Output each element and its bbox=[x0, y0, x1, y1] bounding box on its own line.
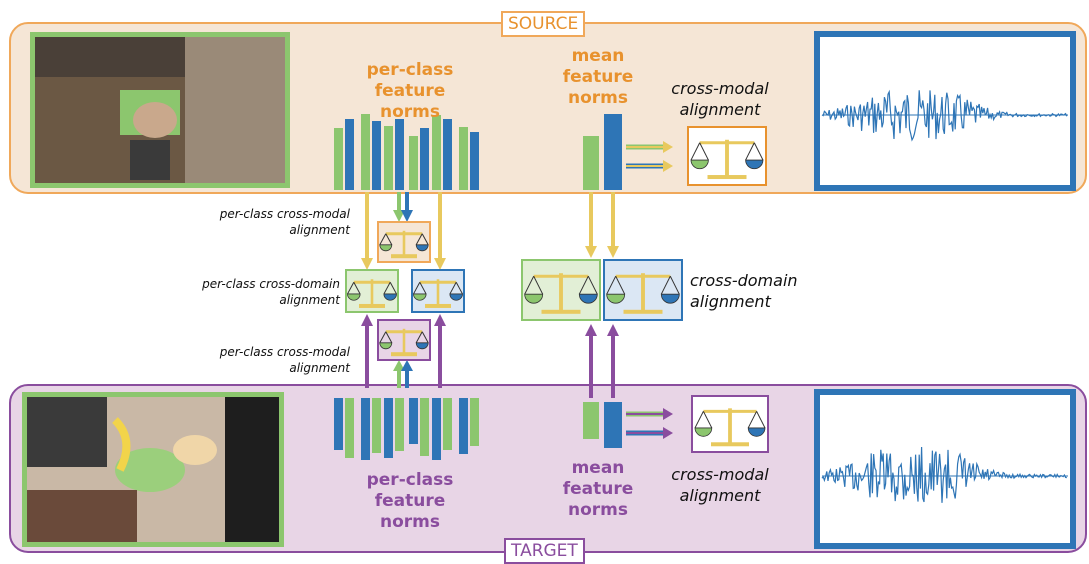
balance-scale-icon bbox=[690, 139, 764, 180]
balance-scale-icon bbox=[347, 279, 397, 308]
balance-scale-icon bbox=[524, 273, 598, 314]
cross-domain-blue-box bbox=[603, 259, 683, 321]
target-video-frame bbox=[22, 392, 284, 547]
source-mean-bar-video bbox=[583, 136, 599, 190]
target-mean-arrows bbox=[626, 408, 673, 439]
per-class-cross-modal-bottom-label: per-class cross-modal alignment bbox=[219, 345, 350, 375]
source-cross-modal-label: cross-modal alignment bbox=[671, 79, 769, 119]
target-per-class-label: per-class feature norms bbox=[366, 470, 454, 532]
source-video-frame bbox=[30, 32, 290, 188]
per-class-cross-domain-label: per-class cross-domain alignment bbox=[202, 277, 340, 307]
per-class-cross-modal-top-box bbox=[377, 221, 431, 263]
target-tag: TARGET bbox=[504, 538, 585, 564]
source-per-class-bars bbox=[334, 114, 479, 190]
source-per-class-label: per-class feature norms bbox=[366, 60, 454, 122]
cross-domain-label: cross-domain alignment bbox=[690, 271, 798, 311]
source-audio-waveform bbox=[814, 31, 1076, 191]
balance-scale-icon bbox=[606, 273, 680, 314]
target-mean-bar-audio bbox=[604, 402, 622, 448]
balance-scale-icon bbox=[413, 279, 463, 308]
per-class-cross-modal-top-label: per-class cross-modal alignment bbox=[219, 207, 350, 237]
source-mean-bar-audio bbox=[604, 114, 622, 190]
source-vertical-arrows bbox=[361, 192, 619, 270]
cross-domain-green-box bbox=[521, 259, 601, 321]
per-class-cross-modal-bottom-box bbox=[377, 319, 431, 361]
source-mean-label: mean feature norms bbox=[562, 46, 634, 108]
target-per-class-bars bbox=[334, 398, 479, 460]
target-cross-modal-label: cross-modal alignment bbox=[671, 465, 769, 505]
target-vertical-arrows bbox=[361, 314, 619, 398]
source-mean-arrows bbox=[626, 141, 673, 172]
balance-scale-icon bbox=[694, 408, 766, 447]
target-audio-waveform bbox=[814, 389, 1076, 549]
source-tag: SOURCE bbox=[501, 11, 586, 37]
target-mean-bar-video bbox=[583, 402, 599, 439]
per-class-cd-blue-box bbox=[411, 269, 465, 313]
source-cross-modal-box bbox=[687, 126, 767, 186]
target-cross-modal-box bbox=[691, 395, 769, 453]
per-class-cd-green-box bbox=[345, 269, 399, 313]
balance-scale-icon bbox=[379, 328, 429, 357]
target-mean-label: mean feature norms bbox=[562, 458, 634, 520]
balance-scale-icon bbox=[379, 230, 429, 259]
